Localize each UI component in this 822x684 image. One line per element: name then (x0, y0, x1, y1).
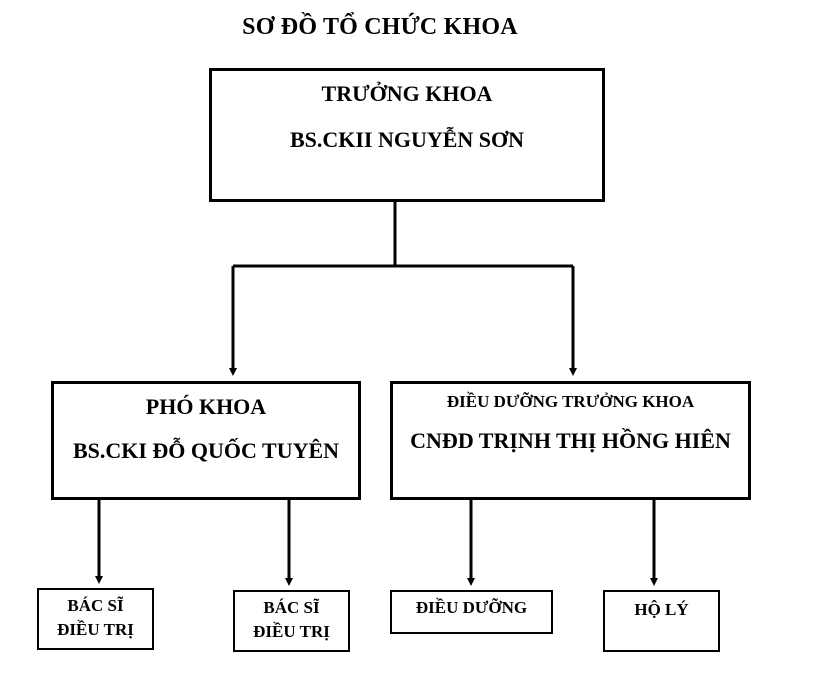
node-doctor-2-line1: BÁC SĨ (263, 598, 320, 617)
node-doctor-1-line1: BÁC SĨ (67, 596, 124, 615)
node-doctor-1-line2: ĐIỀU TRỊ (57, 620, 134, 639)
node-doctor-2: BÁC SĨ ĐIỀU TRỊ (233, 590, 350, 652)
node-doctor-1: BÁC SĨ ĐIỀU TRỊ (37, 588, 154, 650)
node-head: TRƯỞNG KHOA BS.CKII NGUYỄN SƠN (209, 68, 605, 202)
node-orderly-label: HỘ LÝ (634, 600, 689, 619)
node-orderly: HỘ LÝ (603, 590, 720, 652)
node-nurse-label: ĐIỀU DƯỠNG (415, 598, 528, 617)
diagram-title: SƠ ĐỒ TỔ CHỨC KHOA (242, 14, 518, 40)
node-head-nurse: ĐIỀU DƯỠNG TRƯỞNG KHOA CNĐD TRỊNH THỊ HỒ… (390, 381, 751, 500)
node-head-role: TRƯỞNG KHOA (321, 81, 493, 106)
node-doctor-2-line2: ĐIỀU TRỊ (253, 622, 330, 641)
node-deputy: PHÓ KHOA BS.CKI ĐỖ QUỐC TUYÊN (51, 381, 361, 500)
node-head-name: BS.CKII NGUYỄN SƠN (289, 127, 525, 152)
node-head-nurse-name: CNĐD TRỊNH THỊ HỒNG HIÊN (410, 428, 731, 453)
node-deputy-role: PHÓ KHOA (145, 394, 267, 419)
node-deputy-name: BS.CKI ĐỖ QUỐC TUYÊN (72, 438, 340, 463)
node-head-nurse-role: ĐIỀU DƯỠNG TRƯỞNG KHOA (446, 392, 695, 411)
node-nurse: ĐIỀU DƯỠNG (390, 590, 553, 634)
